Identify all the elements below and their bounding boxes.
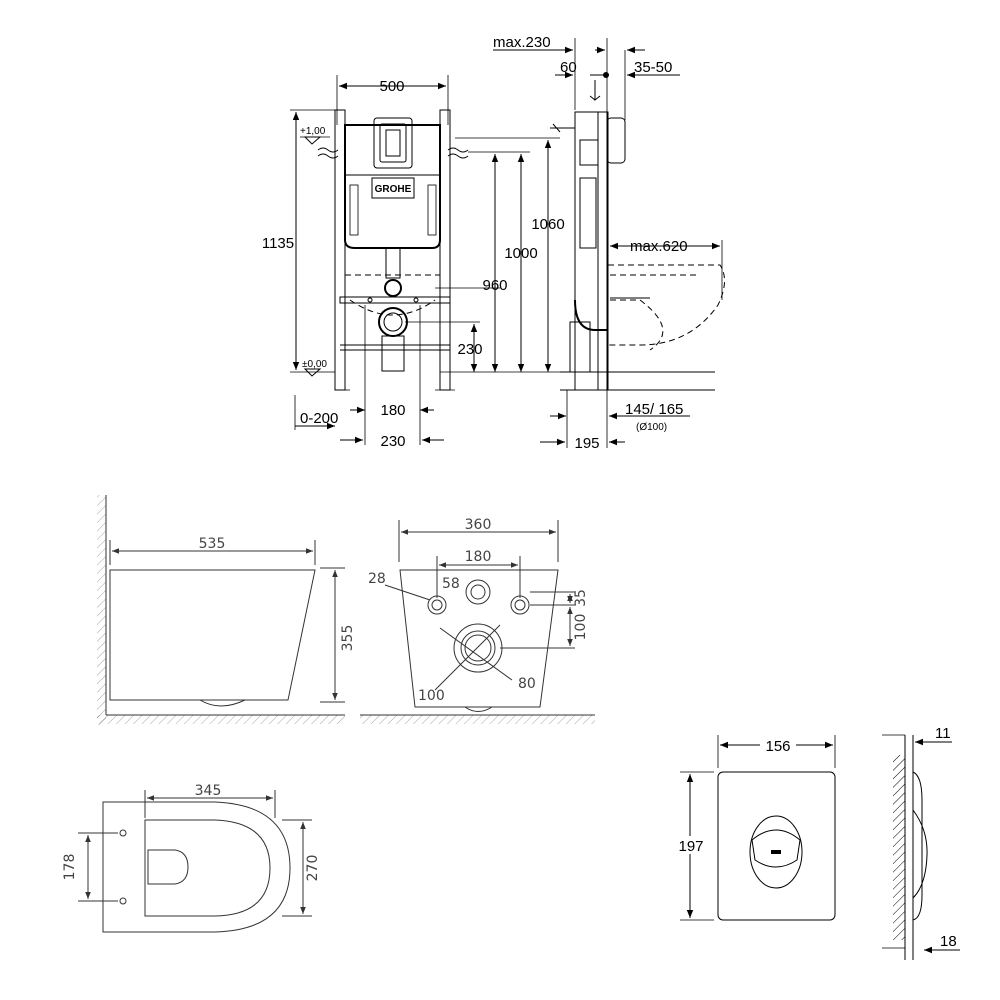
dim-60: 60	[560, 59, 577, 76]
dim-max-620: max.620	[630, 238, 688, 255]
dim-height-1135: 1135	[262, 235, 294, 252]
frame-front-view: 500 GROHE	[262, 75, 565, 450]
dim-1060: 1060	[531, 216, 564, 233]
dim-230-width: 230	[380, 433, 405, 450]
dim-0-200: 0-200	[300, 410, 338, 427]
dim-max-230: max.230	[493, 34, 551, 51]
level-top: +1,00	[300, 126, 326, 137]
frame-side-view: max.230 60 35-50 max.620	[493, 34, 725, 452]
dim-offset-35: 35	[573, 589, 589, 607]
dim-bowl-length-535: 535	[199, 536, 226, 552]
flush-plate-side: 11 18	[882, 725, 960, 960]
dim-960: 960	[482, 277, 507, 294]
dim-bowl-back-180: 180	[465, 549, 492, 565]
dim-top-178: 178	[62, 854, 78, 881]
dim-hole-58: 58	[442, 576, 460, 592]
dim-230-height: 230	[457, 341, 482, 358]
dim-hole-28: 28	[368, 571, 386, 587]
dim-145-165: 145/ 165	[625, 401, 683, 418]
dim-plate-width-156: 156	[765, 738, 790, 755]
dim-bowl-height-355: 355	[340, 625, 356, 652]
dim-width-500: 500	[379, 78, 404, 95]
dim-195: 195	[574, 435, 599, 452]
dim-offset-100: 100	[573, 614, 589, 641]
dim-bowl-back-360: 360	[465, 517, 492, 533]
dim-plate-height-197: 197	[678, 838, 703, 855]
flush-plate-front: 156 197	[673, 735, 836, 921]
dim-top-270: 270	[305, 855, 321, 882]
dim-outlet-100: 100	[418, 688, 445, 704]
dim-35-50: 35-50	[634, 59, 672, 76]
bowl-back-view: 360 180 28 58 35 100 100 80	[360, 517, 595, 724]
dim-180-width: 180	[380, 402, 405, 419]
bowl-side-view: 535 355	[97, 495, 356, 725]
dim-plate-11: 11	[935, 725, 951, 742]
dim-top-345: 345	[195, 783, 222, 799]
dim-plate-18: 18	[940, 933, 957, 950]
bowl-top-view: 345 178 270	[62, 783, 321, 933]
dim-1000: 1000	[504, 245, 537, 262]
grohe-logo: GROHE	[375, 184, 412, 195]
level-zero: ±0,00	[302, 359, 327, 370]
dim-outlet-80: 80	[518, 676, 536, 692]
dim-pipe-diameter: (Ø100)	[636, 422, 667, 433]
